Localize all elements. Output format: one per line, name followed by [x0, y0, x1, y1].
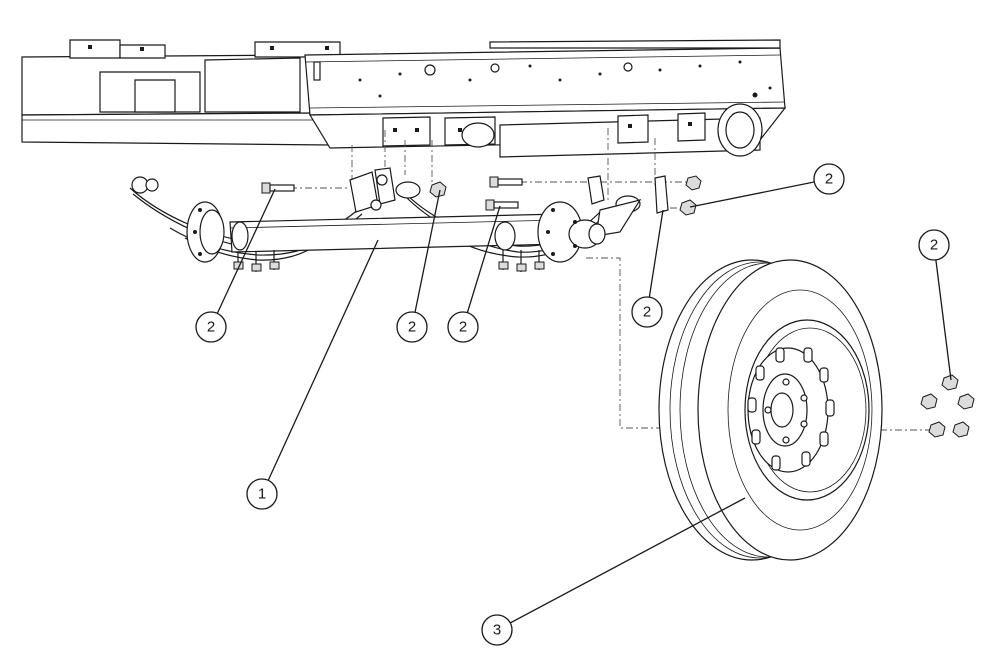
wheel-tire	[658, 259, 883, 561]
callout-2-label: 2	[930, 237, 938, 254]
u-bolts	[233, 250, 545, 272]
callout-1: 1	[246, 478, 278, 510]
alignment-lines	[290, 128, 935, 431]
callout-1-label: 1	[258, 486, 266, 503]
callout-2-label: 2	[643, 304, 651, 321]
callout-3-label: 3	[493, 622, 501, 639]
axle-tube	[186, 201, 606, 263]
callout-2-label: 2	[408, 319, 416, 336]
callout-leaders	[210, 178, 952, 631]
callout-2-label: 2	[825, 171, 833, 188]
callout-2-nut-center: 2	[396, 311, 428, 343]
callout-2-label: 2	[459, 319, 467, 336]
callout-2-bolt-center: 2	[447, 311, 479, 343]
callout-2-lug-nuts: 2	[918, 229, 950, 261]
lock-nuts	[429, 175, 975, 438]
shackle-bolts	[261, 176, 523, 211]
trailer-frame	[21, 39, 787, 158]
callout-2-bolt-left: 2	[195, 311, 227, 343]
callout-2-nut-right: 2	[813, 163, 845, 195]
callout-3: 3	[481, 614, 513, 646]
callout-2-shackle: 2	[631, 296, 663, 328]
callout-2-label: 2	[207, 319, 215, 336]
